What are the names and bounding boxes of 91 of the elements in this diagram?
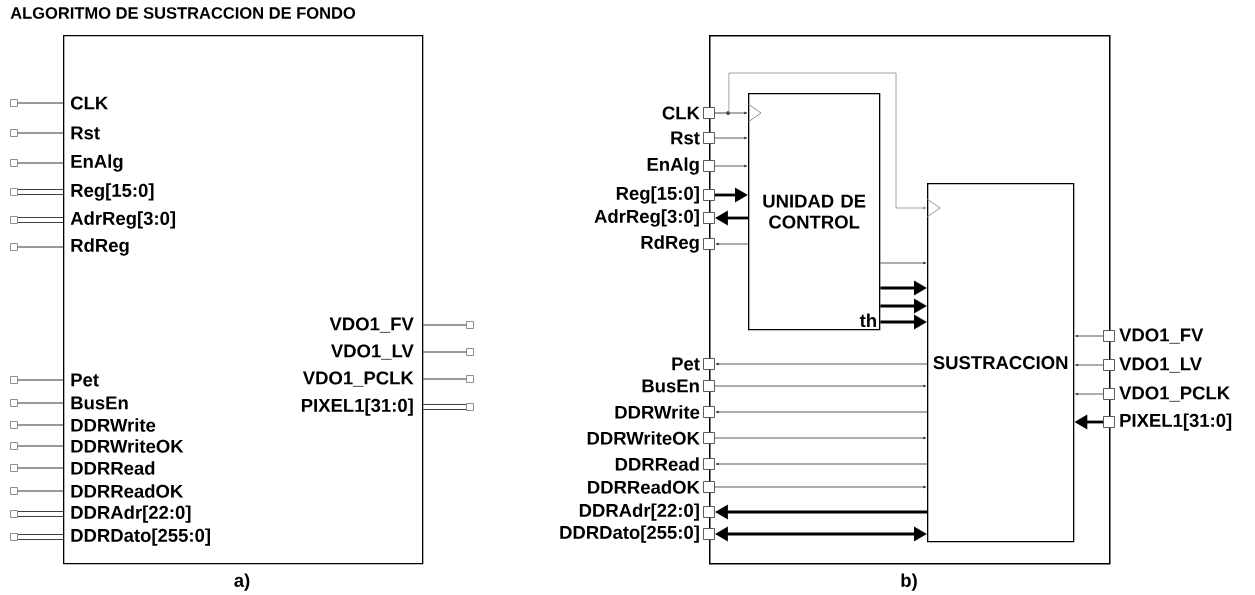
pin-label: CLK (70, 96, 109, 110)
pin-line (17, 490, 64, 492)
pin-label: DDRAdr[22:0] (579, 503, 699, 521)
arrow (714, 485, 927, 489)
pin-line (17, 189, 63, 195)
terminal-square (10, 442, 18, 450)
arrow (879, 261, 927, 265)
terminal-square (10, 487, 18, 495)
pin-label: EnAlg (71, 154, 123, 172)
pin-line (422, 324, 467, 326)
pin-label: BusEn (71, 396, 128, 410)
pin-label: EnAlg (647, 157, 699, 175)
arrow (714, 136, 748, 140)
terminal-square (10, 129, 18, 137)
pin-label: VDO1_FV (329, 317, 414, 333)
pin-line (17, 534, 63, 540)
pin-line (17, 424, 64, 426)
arrow (1075, 392, 1104, 396)
pin-label: BusEn (642, 379, 699, 393)
terminal-square (10, 399, 18, 407)
pin-label: DDRWrite (71, 418, 156, 432)
arrow (715, 462, 928, 466)
terminal-square (10, 216, 18, 224)
terminal-square (10, 421, 18, 429)
pin-label: DDRReadOK (71, 484, 184, 498)
pin-label: VDO1_LV (331, 344, 414, 360)
pin-label: DDRWrite (615, 405, 700, 419)
pin-label: DDRAdr[22:0] (71, 505, 191, 523)
terminal-square (10, 533, 18, 541)
arrow (714, 436, 927, 440)
pin-label: Pet (672, 357, 700, 371)
pin-label: Reg[15:0] (71, 183, 154, 201)
pin-label: RdReg (71, 238, 129, 256)
pin-label: DDRReadOK (588, 480, 700, 494)
pin-line (17, 162, 64, 164)
pin-label: DDRWriteOK (587, 431, 700, 445)
arrow (715, 362, 928, 366)
arrow (714, 384, 927, 388)
pin-line (17, 511, 63, 517)
terminal-square (466, 403, 474, 411)
pin-label: VDO1_PCLK (1119, 386, 1230, 402)
pin-label: VDO1_LV (1119, 357, 1202, 373)
panel-label: a) (234, 573, 250, 591)
terminal-square (10, 243, 18, 251)
pin-label: DDRDato[255:0] (71, 528, 210, 546)
pin-label: Reg[15:0] (616, 186, 699, 204)
pin-label: AdrReg[3:0] (70, 211, 176, 229)
pin-line (17, 102, 64, 104)
pin-label: CLK (662, 106, 700, 120)
pin-label: PIXEL1[31:0] (1120, 413, 1232, 431)
arrow (1075, 334, 1104, 338)
pin-line (422, 351, 467, 353)
pin-label: DDRWriteOK (71, 439, 184, 453)
pin-line (17, 246, 64, 248)
process-block: SUSTRACCION (927, 183, 1075, 543)
pin-label: VDO1_FV (1119, 328, 1204, 344)
terminal-square (466, 321, 474, 329)
terminal-square (10, 188, 18, 196)
pin-label: AdrReg[3:0] (594, 209, 699, 227)
pin-label: DDRRead (615, 457, 699, 471)
arrow (715, 242, 749, 246)
arrow (714, 72, 927, 210)
pin-line (17, 132, 64, 134)
panel-label: b) (901, 573, 917, 591)
pin-label: Rst (71, 126, 100, 140)
terminal-square (10, 99, 18, 107)
pin-line (17, 402, 64, 404)
arrow (714, 164, 748, 168)
terminal-square (10, 159, 18, 167)
terminal-square (466, 375, 474, 383)
pin-line (17, 217, 63, 223)
pin-line (17, 445, 64, 447)
pin-line (17, 379, 64, 381)
terminal-square (10, 510, 18, 518)
pin-label: DDRDato[255:0] (560, 525, 699, 543)
pin-label: Pet (71, 373, 99, 387)
pin-line (422, 378, 467, 380)
pin-label: Rst (671, 131, 700, 145)
block-title: ALGORITMO DE SUSTRACCION DE FONDO (10, 7, 356, 19)
pin-label: PIXEL1[31:0] (301, 398, 413, 416)
pin-label: VDO1_PCLK (302, 371, 414, 387)
pin-line (17, 467, 64, 469)
terminal-square (466, 348, 474, 356)
pin-line (423, 404, 467, 410)
pin-label: th (859, 313, 876, 328)
arrow (715, 410, 928, 414)
terminal-square (10, 376, 18, 384)
pin-label: DDRRead (71, 461, 155, 475)
arrow (1075, 363, 1104, 367)
terminal-square (10, 464, 18, 472)
pin-label: RdReg (641, 235, 699, 253)
